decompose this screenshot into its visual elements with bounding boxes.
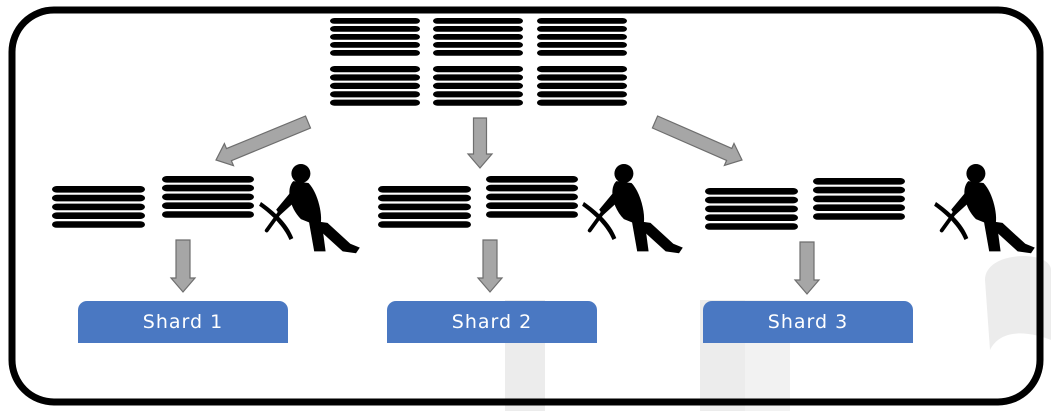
group-1-db-stack-1 bbox=[52, 186, 145, 228]
top-db-stack-r2-c2 bbox=[433, 66, 523, 106]
arrow-top-to-group-2 bbox=[466, 117, 494, 169]
group-3-db-stack-2 bbox=[813, 178, 905, 220]
group-2-db-stack-1 bbox=[378, 186, 471, 228]
arrow-group-1-to-shard-1 bbox=[169, 239, 197, 293]
arrow-top-to-group-1 bbox=[215, 115, 312, 167]
top-db-stack-r1-c3 bbox=[537, 18, 627, 56]
shard-3-box: Shard 3 bbox=[703, 301, 913, 343]
shard-3-label: Shard 3 bbox=[767, 311, 849, 333]
group-3-db-stack-1 bbox=[705, 188, 798, 230]
miner-2-icon bbox=[582, 164, 683, 254]
miner-1-icon bbox=[259, 164, 360, 254]
shard-2-label: Shard 2 bbox=[451, 311, 533, 333]
group-1-db-stack-2 bbox=[162, 176, 254, 218]
shard-1-box: Shard 1 bbox=[78, 301, 288, 343]
top-db-stack-r2-c1 bbox=[330, 66, 420, 106]
database-group bbox=[52, 18, 905, 230]
arrow-group-2-to-shard-2 bbox=[476, 239, 504, 293]
miner-group bbox=[259, 164, 1035, 254]
miner-3-icon bbox=[934, 164, 1035, 254]
diagram-frame bbox=[8, 6, 1044, 406]
top-db-stack-r1-c2 bbox=[433, 18, 523, 56]
shard-1-label: Shard 1 bbox=[142, 311, 224, 333]
group-2-db-stack-2 bbox=[486, 176, 578, 218]
arrow-group bbox=[169, 115, 821, 295]
top-db-stack-r1-c1 bbox=[330, 18, 420, 56]
top-db-stack-r2-c3 bbox=[537, 66, 627, 106]
arrow-top-to-group-3 bbox=[651, 115, 743, 167]
arrow-group-3-to-shard-3 bbox=[793, 241, 821, 295]
shard-2-box: Shard 2 bbox=[387, 301, 597, 343]
